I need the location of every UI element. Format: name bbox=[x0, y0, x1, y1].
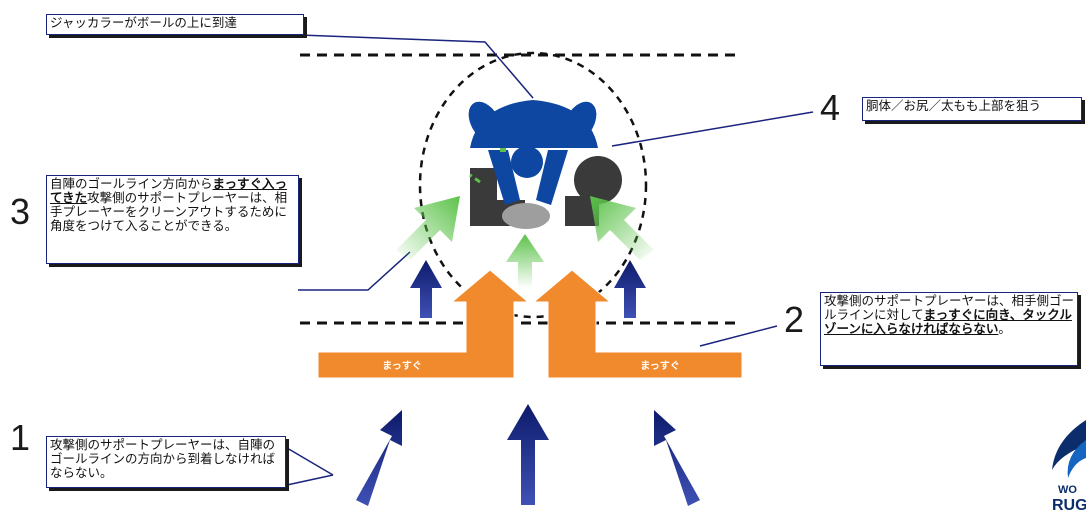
leader-line-callout-0 bbox=[299, 34, 534, 99]
callout-2-text-a: 攻撃側のサポートプレーヤーは、相手側ゴールラインに対して bbox=[824, 293, 1075, 322]
orange-arrow-right bbox=[532, 269, 743, 379]
leader-line-1 bbox=[286, 474, 334, 486]
arrow-label-right: まっすぐ bbox=[640, 361, 680, 372]
callout-jackler-text: ジャッカラーがボールの上に到達 bbox=[50, 15, 237, 30]
leader-line-2 bbox=[699, 325, 778, 347]
leader-line-1b bbox=[286, 447, 334, 476]
callout-3-text-c: 攻撃側のサポートプレーヤーは、相手プレーヤーをクリーンアウトするために角度をつけ… bbox=[50, 190, 288, 233]
callout-2: 攻撃側のサポートプレーヤーは、相手側ゴールラインに対してまっすぐに向き、タックル… bbox=[820, 292, 1078, 366]
callout-3-text-a: 自陣のゴールライン方向から bbox=[50, 176, 213, 191]
jackler-player bbox=[468, 100, 598, 205]
step-number-3: 3 bbox=[10, 191, 31, 232]
arrow-label-left: まっすぐ bbox=[382, 361, 422, 372]
callout-4: 胴体／お尻／太もも上部を狙う bbox=[862, 97, 1082, 121]
navy-arrow-bottom-left bbox=[356, 410, 402, 506]
navy-arrow-small-left bbox=[410, 260, 442, 318]
callout-1-text: 攻撃側のサポートプレーヤーは、自陣のゴールラインの方向から到着しなければならない… bbox=[50, 437, 276, 480]
tackle-zone-circle bbox=[418, 51, 648, 319]
callout-4-text: 胴体／お尻／太もも上部を狙う bbox=[866, 98, 1042, 113]
navy-arrow-bottom-center bbox=[507, 404, 549, 505]
green-arrow-right bbox=[590, 196, 654, 260]
leader-line-4 bbox=[611, 111, 814, 147]
world-rugby-logo bbox=[1052, 420, 1086, 478]
logo-text-line2: RUG bbox=[1052, 497, 1086, 514]
callout-3-text-b: まっすぐ入ってきた bbox=[50, 176, 288, 205]
step-number-1: 1 bbox=[10, 417, 31, 458]
green-arrow-left bbox=[396, 196, 460, 260]
step-number-2: 2 bbox=[784, 299, 805, 340]
navy-arrow-bottom-right bbox=[654, 410, 700, 506]
green-arrow-center bbox=[506, 234, 544, 288]
callout-2-text-b: まっすぐに向き、タックルゾーンに入らなければならない bbox=[824, 307, 1072, 336]
step-number-4: 4 bbox=[820, 87, 841, 128]
orange-arrow-left bbox=[317, 269, 530, 379]
leader-line-3 bbox=[298, 251, 411, 291]
callout-3: 自陣のゴールライン方向からまっすぐ入ってきた攻撃側のサポートプレーヤーは、相手プ… bbox=[46, 175, 299, 264]
jackler-arm-detail bbox=[500, 148, 506, 152]
callout-jackler: ジャッカラーがボールの上に到達 bbox=[46, 14, 304, 35]
ball bbox=[502, 203, 550, 229]
green-dash-left bbox=[469, 173, 481, 184]
logo-text-line1: WO bbox=[1058, 484, 1077, 496]
callout-2-text-c: 。 bbox=[998, 321, 1011, 336]
navy-arrow-small-right bbox=[614, 260, 646, 318]
callout-1: 攻撃側のサポートプレーヤーは、自陣のゴールラインの方向から到着しなければならない… bbox=[46, 436, 286, 488]
